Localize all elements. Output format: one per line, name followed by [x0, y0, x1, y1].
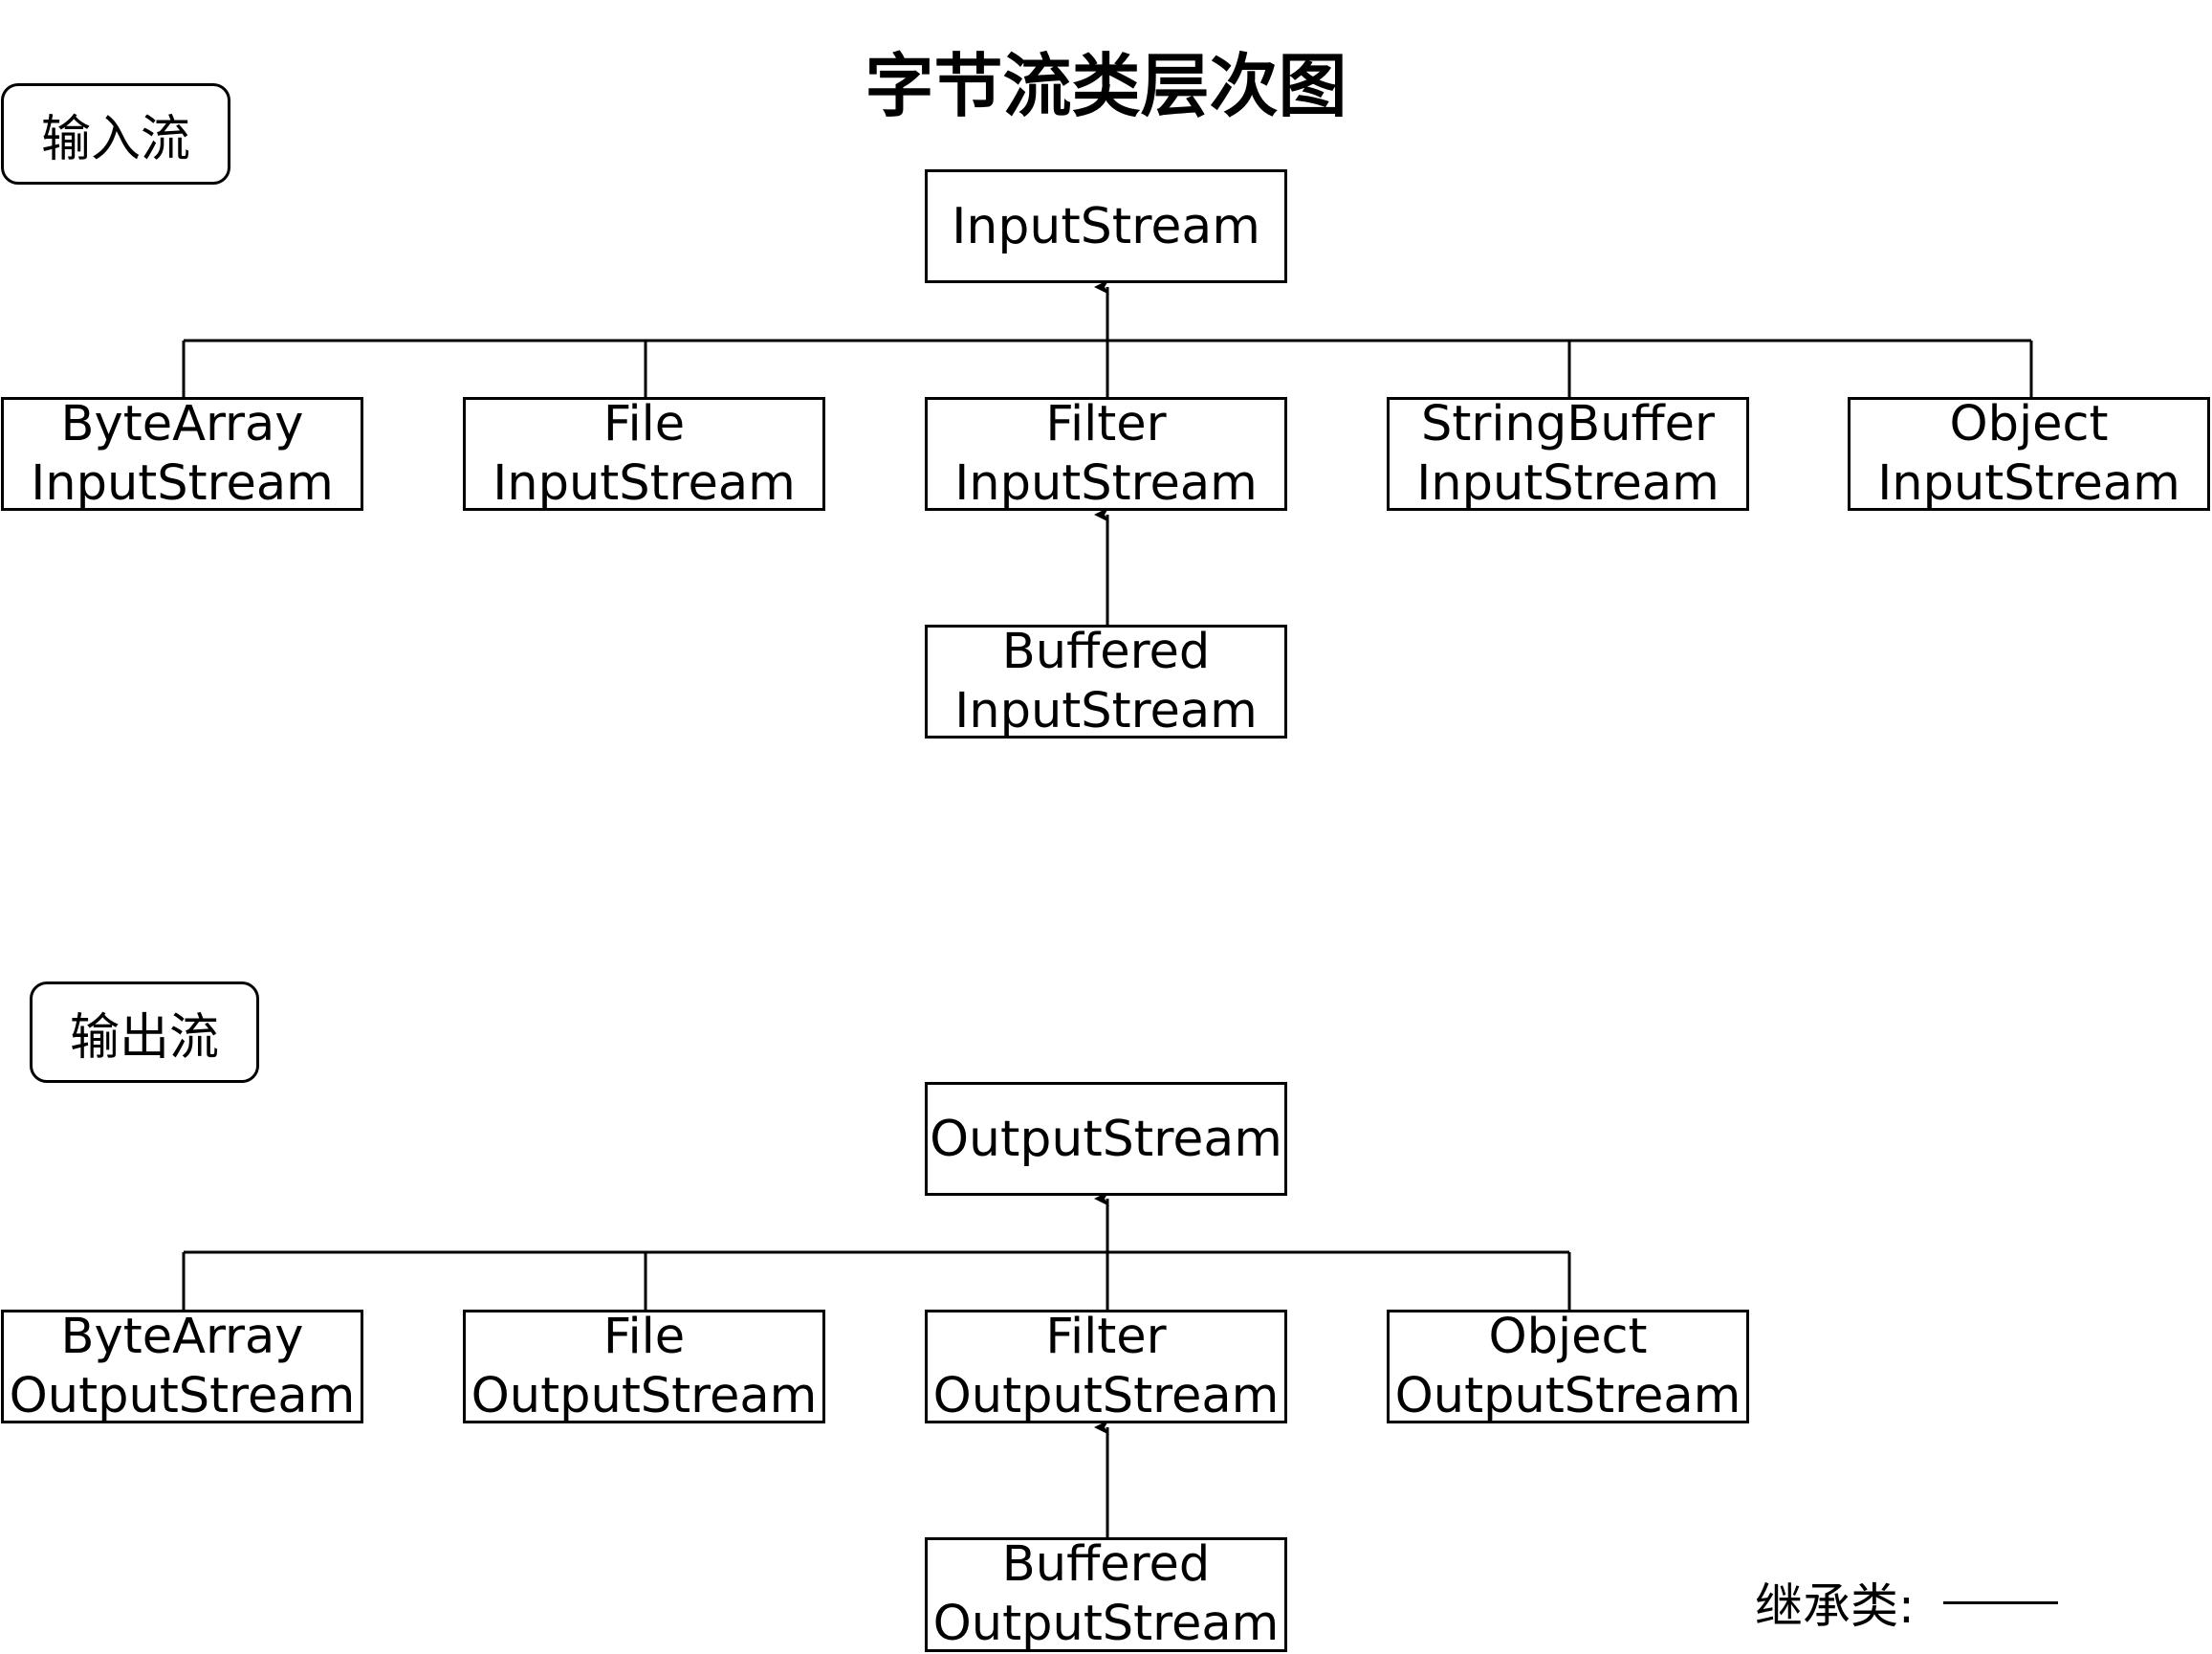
- bytearray-outputstream-node: ByteArray OutputStream: [1, 1310, 363, 1423]
- node-label-line2: OutputStream: [1394, 1367, 1741, 1423]
- node-label-line1: Object: [1949, 397, 2109, 452]
- node-label-line2: InputStream: [954, 454, 1258, 511]
- node-label-line2: OutputStream: [932, 1596, 1280, 1652]
- node-label-line1: Buffered: [1001, 625, 1211, 680]
- stringbuffer-inputstream-node: StringBuffer InputStream: [1387, 397, 1749, 511]
- node-label-line1: File: [602, 1310, 686, 1365]
- output-stream-section-label: 输出流: [30, 981, 259, 1083]
- node-label-line2: InputStream: [31, 454, 334, 511]
- input-stream-root-node: InputStream: [925, 169, 1287, 283]
- output-connectors: [182, 1191, 1571, 1537]
- legend-label: 继承类:: [1755, 1578, 1915, 1634]
- file-outputstream-node: File OutputStream: [463, 1310, 825, 1423]
- node-label-line1: Buffered: [1001, 1537, 1211, 1593]
- node-label-line2: InputStream: [1877, 454, 2180, 511]
- node-label: OutputStream: [930, 1110, 1282, 1168]
- buffered-inputstream-node: Buffered InputStream: [925, 625, 1287, 739]
- node-label-line2: OutputStream: [9, 1367, 356, 1423]
- filter-inputstream-node: Filter InputStream: [925, 397, 1287, 511]
- node-label-line1: ByteArray: [60, 1310, 304, 1365]
- node-label-line1: Filter: [1045, 1310, 1167, 1365]
- diagram-title: 字节流类层次图: [865, 46, 1347, 126]
- legend-inheritance-line: [1942, 1600, 2058, 1604]
- node-label-line1: File: [602, 397, 686, 452]
- object-inputstream-node: Object InputStream: [1848, 397, 2210, 511]
- buffered-outputstream-node: Buffered OutputStream: [925, 1537, 1287, 1652]
- node-label-line1: ByteArray: [60, 397, 304, 452]
- node-label-line2: InputStream: [954, 682, 1258, 739]
- node-label-line1: Object: [1488, 1310, 1648, 1365]
- node-label-line2: InputStream: [1416, 454, 1719, 511]
- object-outputstream-node: Object OutputStream: [1387, 1310, 1749, 1423]
- legend: 继承类:: [1755, 1569, 2058, 1636]
- filter-outputstream-node: Filter OutputStream: [925, 1310, 1287, 1423]
- input-stream-section-label: 输入流: [1, 83, 230, 185]
- node-label: InputStream: [952, 197, 1260, 255]
- node-label-line2: OutputStream: [471, 1367, 818, 1423]
- bytearray-inputstream-node: ByteArray InputStream: [1, 397, 363, 511]
- node-label-line2: OutputStream: [932, 1367, 1280, 1423]
- node-label-line1: StringBuffer: [1421, 397, 1715, 452]
- file-inputstream-node: File InputStream: [463, 397, 825, 511]
- node-label-line1: Filter: [1045, 397, 1167, 452]
- input-connectors: [182, 279, 2033, 625]
- output-stream-root-node: OutputStream: [925, 1082, 1287, 1196]
- node-label-line2: InputStream: [493, 454, 796, 511]
